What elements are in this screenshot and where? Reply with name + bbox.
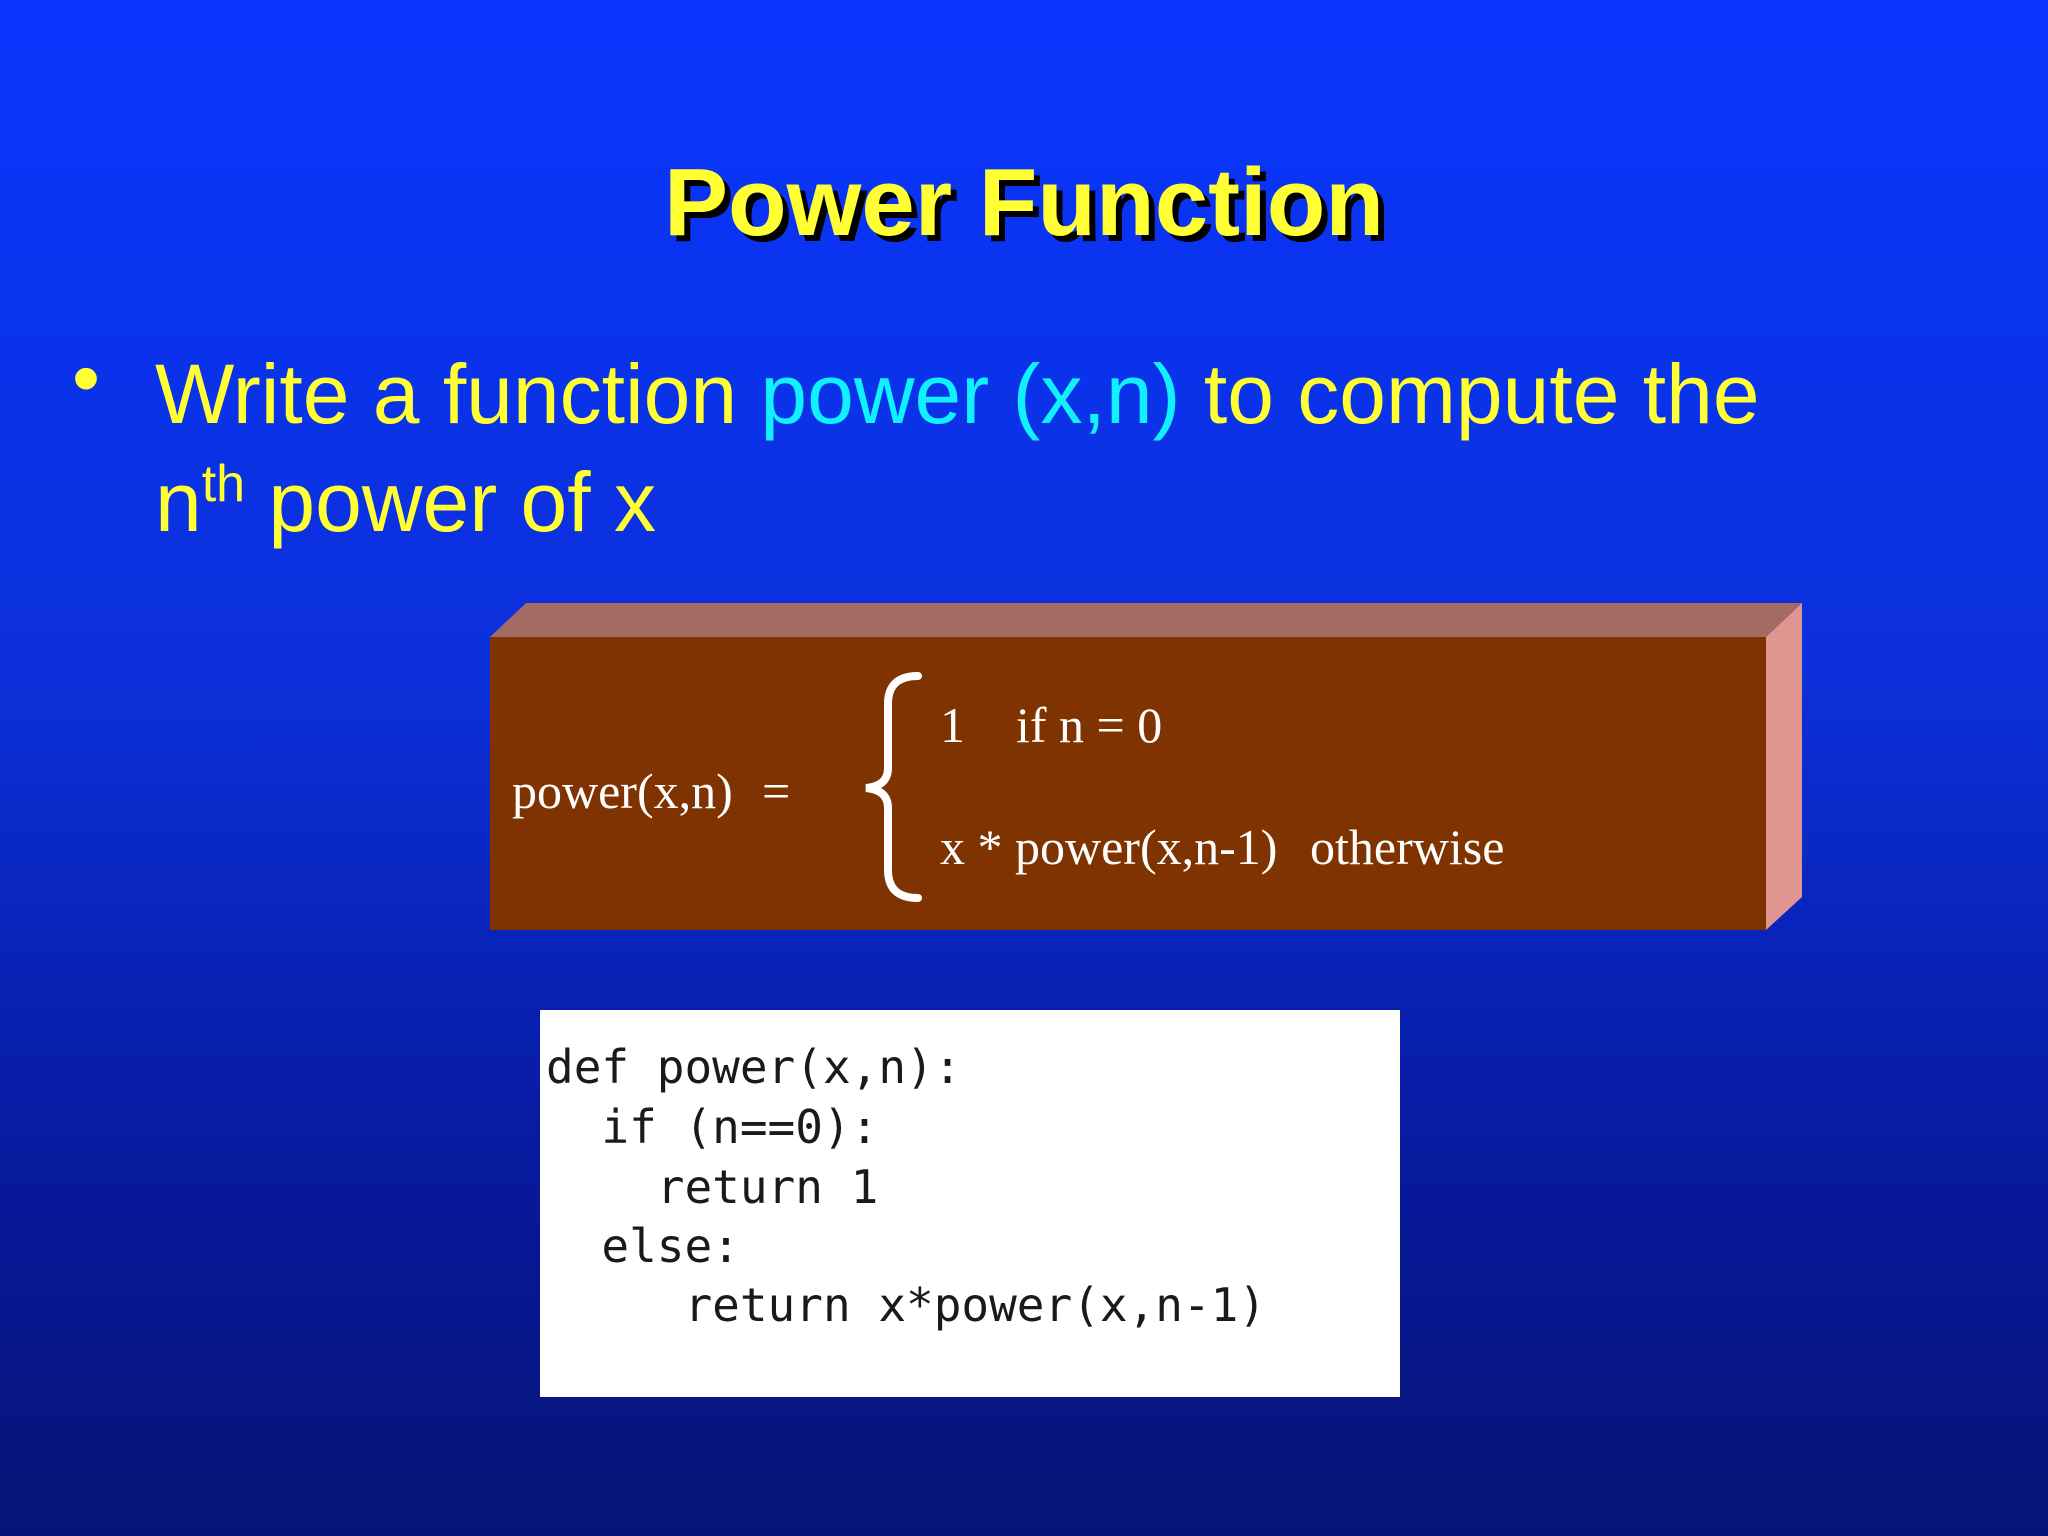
code-line: if (n==0): <box>546 1100 879 1154</box>
bullet-text-before: Write a function <box>155 347 761 441</box>
definition-box-side <box>1766 603 1802 930</box>
definition-box <box>490 603 1802 930</box>
definition-box-front <box>490 637 1766 930</box>
definition-box-top <box>490 603 1802 637</box>
definition-case1-value: 1 <box>940 697 965 753</box>
bullet-text: Write a function power (x,n) to compute … <box>155 340 2005 568</box>
definition-lhs: power(x,n) <box>512 763 733 819</box>
definition-case2-value: x * power(x,n-1) <box>940 819 1278 875</box>
bullet-marker: • <box>72 333 101 422</box>
curly-brace <box>865 672 922 902</box>
bullet-line2-rest: power of x <box>245 455 656 549</box>
bullet-highlight: power (x,n) <box>760 347 1181 441</box>
code-line: def power(x,n): <box>546 1040 962 1094</box>
definition-equals: = <box>762 763 791 819</box>
code-line: return 1 <box>546 1160 879 1214</box>
definition-case1-condition: if n = 0 <box>1016 697 1163 753</box>
bullet-line2-n: n <box>155 455 202 549</box>
definition-case2-condition: otherwise <box>1310 819 1505 875</box>
code-line: else: <box>546 1219 740 1273</box>
slide-title: Power Function <box>664 149 1384 256</box>
code-snippet: def power(x,n): if (n==0): return 1 else… <box>540 1010 1400 1397</box>
code-line: return x*power(x,n-1) <box>546 1278 1267 1332</box>
bullet-line2-sup: th <box>201 455 246 513</box>
bullet-text-after: to compute the <box>1180 347 1760 441</box>
